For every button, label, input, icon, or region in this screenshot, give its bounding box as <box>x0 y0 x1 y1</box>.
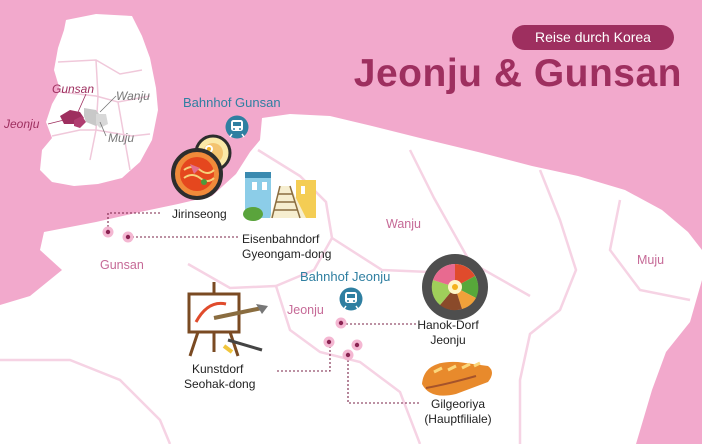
leader-lines <box>107 212 420 404</box>
bibimbap-bowl-icon <box>422 254 488 320</box>
page-title: Jeonju & Gunsan <box>353 52 682 95</box>
place-label-gilgeoriya-line2: (Hauptfiliale) <box>424 412 492 426</box>
region-label-muju: Muju <box>637 253 665 267</box>
place-label-hanok-line2: Jeonju <box>430 333 466 347</box>
inset-region-muju <box>96 114 108 128</box>
baguette-icon <box>422 361 492 396</box>
place-label-kunstdorf: Kunstdorf Seohak-dong <box>184 362 255 392</box>
place-label-hanok: Hanok-Dorf Jeonju <box>416 318 480 348</box>
easel-icon <box>187 282 268 357</box>
train-icon-gunsan <box>225 115 249 139</box>
place-label-hanok-line1: Hanok-Dorf <box>417 318 479 332</box>
region-label-gunsan: Gunsan <box>100 258 144 272</box>
inset-region-jeonju <box>74 116 86 128</box>
place-label-jirinseong: Jirinseong <box>172 207 227 221</box>
place-label-eisenbahndorf: Eisenbahndorf Gyeongam-dong <box>242 232 331 262</box>
inset-label-muju: Muju <box>108 131 135 145</box>
inset-label-jeonju: Jeonju <box>4 117 40 131</box>
place-label-eisenbahndorf-line2: Gyeongam-dong <box>242 247 332 261</box>
place-label-gilgeoriya: Gilgeoriya (Hauptfiliale) <box>420 397 496 427</box>
place-label-kunstdorf-line1: Kunstdorf <box>192 362 244 376</box>
tour-badge: Reise durch Korea <box>512 25 674 50</box>
station-label-gunsan: Bahnhof Gunsan <box>183 95 281 110</box>
place-label-eisenbahndorf-line1: Eisenbahndorf <box>242 232 320 246</box>
place-markers <box>102 226 363 361</box>
place-label-kunstdorf-line2: Seohak-dong <box>184 377 256 391</box>
region-label-wanju: Wanju <box>386 217 421 231</box>
train-icon-jeonju <box>339 287 363 311</box>
inset-label-wanju: Wanju <box>116 89 150 103</box>
inset-label-gunsan: Gunsan <box>52 82 95 96</box>
noodle-bowl-icon <box>171 134 232 200</box>
station-label-jeonju: Bahnhof Jeonju <box>300 269 391 284</box>
railway-village-icon <box>243 172 316 221</box>
place-label-gilgeoriya-line1: Gilgeoriya <box>430 397 486 411</box>
main-land <box>0 114 702 444</box>
inset-map <box>40 14 158 186</box>
region-label-jeonju: Jeonju <box>287 303 324 317</box>
